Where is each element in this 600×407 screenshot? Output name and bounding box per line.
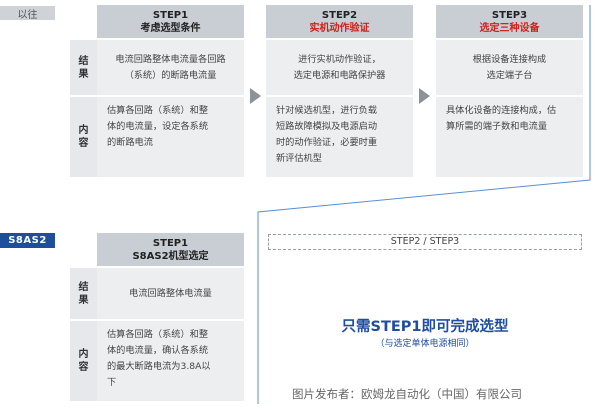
content-side-label: 内 容 xyxy=(70,97,97,177)
old-step2-title: 实机动作验证 xyxy=(309,23,370,34)
content-side-label: 内 容 xyxy=(70,321,97,401)
new-step1-result: 电流回路整体电流量 xyxy=(97,268,244,319)
old-step2-header: STEP2 实机动作验证 xyxy=(266,5,413,38)
old-step3-content: 具体化设备的连接构成，估 算所需的端子数和电流量 xyxy=(436,97,583,177)
legacy-tag: 以往 xyxy=(0,6,55,21)
skipped-steps-box: STEP2 / STEP3 xyxy=(268,234,582,250)
subheadline: （与选定单体电源相同） xyxy=(375,339,475,349)
new-step1-number: STEP1 xyxy=(152,238,189,249)
old-step1-result: 电流回路整体电流量各回路 （系统）的断路电流量 xyxy=(97,40,244,95)
result-side-label: 结 果 xyxy=(70,40,97,95)
new-step1-content: 估算各回路（系统）和整 体的电流量，确认各系统 的最大断路电流为3.8A以 下 xyxy=(97,321,244,401)
old-step1-title: 考虑选型条件 xyxy=(140,23,201,34)
old-step1-header: STEP1 考虑选型条件 xyxy=(97,5,244,38)
image-credit: 图片发布者：欧姆龙自动化（中国）有限公司 xyxy=(292,387,522,401)
old-step3-title: 选定三种设备 xyxy=(479,23,540,34)
product-tag-s8as2: S8AS2 xyxy=(0,233,55,248)
old-step1-number: STEP1 xyxy=(152,10,189,21)
old-step3-number: STEP3 xyxy=(491,10,528,21)
old-step2-number: STEP2 xyxy=(321,10,358,21)
old-step3-header: STEP3 选定三种设备 xyxy=(436,5,583,38)
old-step3-result: 根据设备连接构成 选定端子台 xyxy=(436,40,583,95)
old-step2-result-text: 进行实机动作验证， 选定电源和电路保护器 xyxy=(293,53,386,81)
step-arrow-icon xyxy=(250,88,261,104)
result-side-label: 结 果 xyxy=(70,268,97,319)
new-step1-header: STEP1 S8AS2机型选定 xyxy=(97,233,244,266)
old-step2-content: 针对候选机型，进行负载 短路故障模拟及电源启动 时的动作验证，必要时重 新评估机… xyxy=(266,97,413,177)
old-step1-content: 估算各回路（系统）和整 体的电流量，设定各系统 的断路电流 xyxy=(97,97,244,177)
new-step1-title: S8AS2机型选定 xyxy=(132,251,209,262)
step-arrow-icon xyxy=(419,88,430,104)
headline: 只需STEP1即可完成选型 xyxy=(341,319,509,335)
old-step2-result: 进行实机动作验证， 选定电源和电路保护器 xyxy=(266,40,413,95)
